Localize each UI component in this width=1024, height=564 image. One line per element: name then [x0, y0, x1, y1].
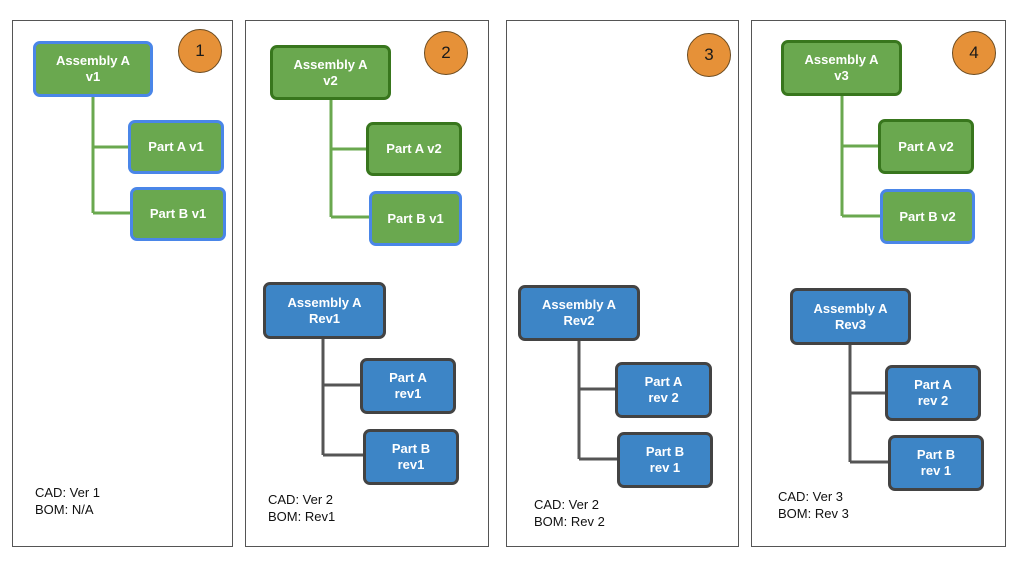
bom-part-a-node: Part A rev 2: [885, 365, 981, 421]
step-badge: 1: [178, 29, 222, 73]
cad-part-b-node: Part B v1: [130, 187, 226, 241]
bom-tree-connectors: [577, 341, 617, 461]
step-panel-1: Assembly A v1 Part A v1 Part B v1 1 CAD:…: [12, 20, 233, 547]
status-block: CAD: Ver 3 BOM: Rev 3: [778, 488, 849, 522]
cad-version-label: CAD: Ver 3: [778, 489, 844, 504]
cad-version-label: CAD: Ver 2: [268, 492, 334, 507]
bom-part-b-node: Part B rev 1: [888, 435, 984, 491]
bom-revision-label: BOM: Rev 3: [778, 506, 849, 521]
status-block: CAD: Ver 2 BOM: Rev1: [268, 491, 335, 525]
step-badge: 2: [424, 31, 468, 75]
bom-revision-label: BOM: N/A: [35, 502, 94, 517]
cad-part-b-node: Part B v2: [880, 189, 975, 244]
step-panel-3: 3 Assembly A Rev2 Part A rev 2 Part B re…: [506, 20, 739, 547]
cad-assembly-node: Assembly A v2: [270, 45, 391, 100]
bom-assembly-node: Assembly A Rev2: [518, 285, 640, 341]
step-panel-4: Assembly A v3 Part A v2 Part B v2 4 Asse…: [751, 20, 1006, 547]
bom-assembly-node: Assembly A Rev3: [790, 288, 911, 345]
bom-part-b-node: Part B rev 1: [617, 432, 713, 488]
cad-part-b-node: Part B v1: [369, 191, 462, 246]
cad-version-label: CAD: Ver 2: [534, 497, 600, 512]
connectors: [321, 100, 369, 457]
bom-revision-label: BOM: Rev 2: [534, 514, 605, 529]
step-badge: 4: [952, 31, 996, 75]
connectors: [840, 96, 888, 464]
status-block: CAD: Ver 2 BOM: Rev 2: [534, 496, 605, 530]
cad-part-a-node: Part A v2: [878, 119, 974, 174]
status-block: CAD: Ver 1 BOM: N/A: [35, 484, 100, 518]
bom-part-a-node: Part A rev 2: [615, 362, 712, 418]
step-badge: 3: [687, 33, 731, 77]
bom-part-b-node: Part B rev1: [363, 429, 459, 485]
bom-assembly-node: Assembly A Rev1: [263, 282, 386, 339]
cad-tree-connectors: [91, 97, 130, 215]
bom-part-a-node: Part A rev1: [360, 358, 456, 414]
step-panel-2: Assembly A v2 Part A v2 Part B v1 2 Asse…: [245, 20, 489, 547]
cad-assembly-node: Assembly A v3: [781, 40, 902, 96]
cad-assembly-node: Assembly A v1: [33, 41, 153, 97]
cad-version-label: CAD: Ver 1: [35, 485, 101, 500]
cad-part-a-node: Part A v2: [366, 122, 462, 176]
bom-revision-label: BOM: Rev1: [268, 509, 336, 524]
cad-part-a-node: Part A v1: [128, 120, 224, 174]
